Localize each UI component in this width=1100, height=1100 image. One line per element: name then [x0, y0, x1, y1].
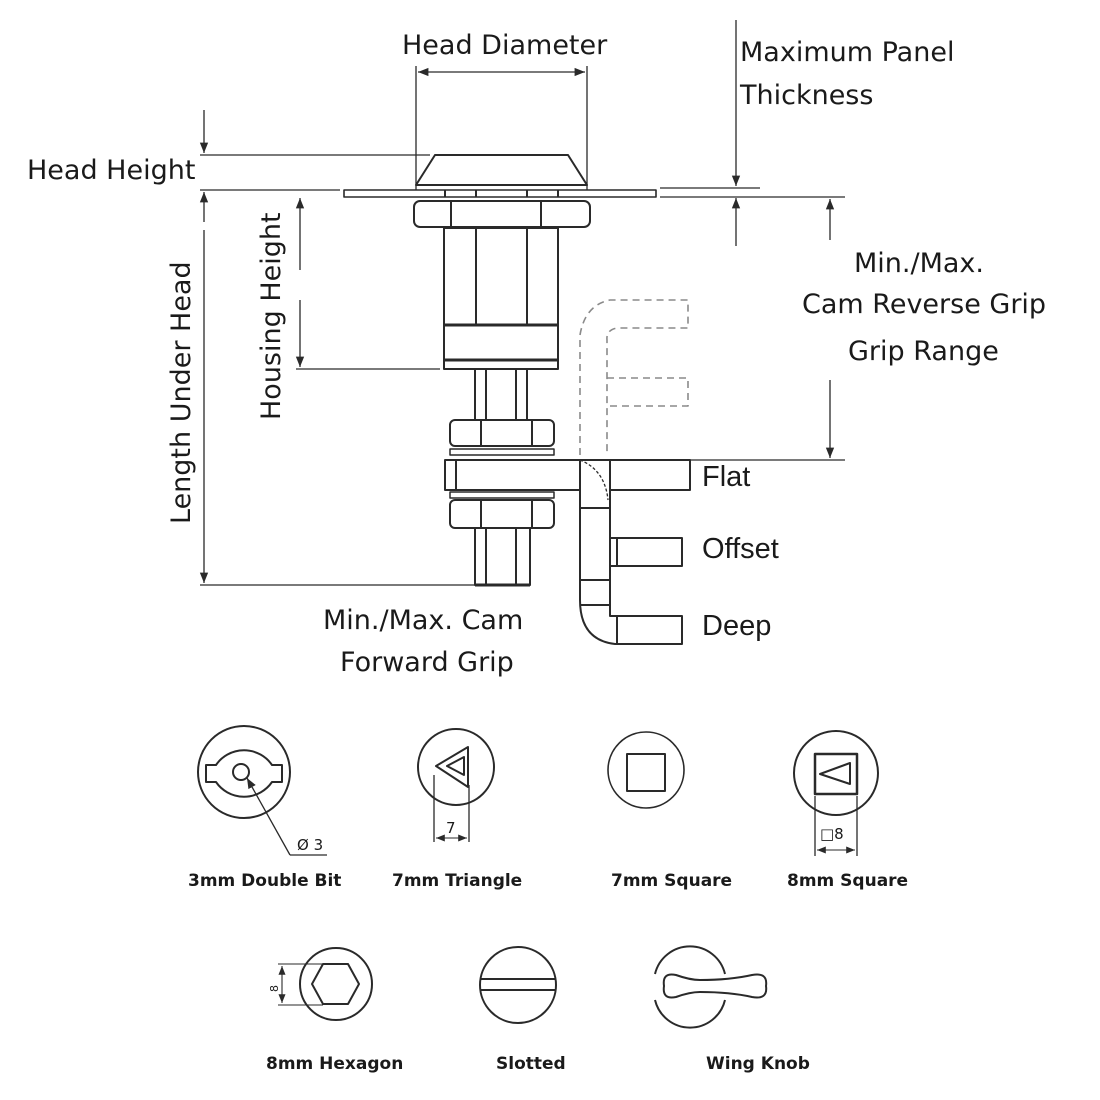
- key-caption-double-bit: 3mm Double Bit: [188, 871, 342, 891]
- housing-height-label: Housing Height: [256, 212, 287, 420]
- triangle-dimension: 7: [446, 819, 456, 837]
- reverse-grip-dimension: [600, 199, 845, 461]
- cam-type-deep: Deep: [702, 610, 772, 642]
- square-8-dimension: □8: [820, 825, 844, 843]
- cam-offset-deep: [579, 490, 683, 645]
- forward-grip-label-line1: Min./Max. Cam: [323, 605, 524, 636]
- triangle-icon: [417, 728, 495, 842]
- double-bit-dimension: Ø 3: [297, 836, 324, 854]
- hexagon-dimension: 8: [268, 985, 281, 992]
- key-caption-square-8: 8mm Square: [787, 871, 909, 891]
- cam-type-offset: Offset: [702, 533, 779, 565]
- key-caption-wing-knob: Wing Knob: [706, 1054, 810, 1074]
- head-height-dimension: [199, 110, 430, 222]
- square-icon: [607, 731, 685, 809]
- wing-knob-icon: [654, 945, 768, 1029]
- key-caption-triangle: 7mm Triangle: [392, 871, 523, 891]
- lock-head: [343, 154, 657, 198]
- mid-nut: [449, 419, 555, 456]
- key-caption-hexagon: 8mm Hexagon: [266, 1054, 404, 1074]
- key-caption-square-7: 7mm Square: [611, 871, 733, 891]
- lower-nut: [449, 491, 555, 529]
- top-nut: [413, 200, 591, 228]
- reverse-cam-dashed: [579, 299, 689, 455]
- head-diameter-label: Head Diameter: [402, 30, 608, 61]
- max-panel-label-line2: Thickness: [740, 80, 874, 111]
- max-panel-label-line1: Maximum Panel: [740, 37, 955, 68]
- lower-shaft: [474, 527, 531, 587]
- head-height-label: Head Height: [27, 155, 196, 186]
- forward-grip-label-line2: Forward Grip: [340, 647, 514, 678]
- reverse-grip-label-line2: Cam Reverse Grip: [802, 289, 1047, 320]
- lock-shaft: [474, 369, 528, 420]
- reverse-grip-label-line3: Grip Range: [848, 336, 999, 367]
- double-bit-icon: [197, 725, 327, 856]
- slotted-icon: [479, 946, 557, 1024]
- panel-thickness-dimension: [660, 20, 845, 246]
- cam-type-flat: Flat: [702, 461, 751, 493]
- square-triangle-icon: [793, 730, 879, 856]
- reverse-grip-label-line1: Min./Max.: [854, 248, 984, 279]
- housing-height-dimension: [295, 198, 440, 370]
- lock-housing: [443, 227, 559, 370]
- hexagon-icon: [278, 947, 373, 1021]
- cam-flat: [444, 459, 691, 510]
- length-under-head-dimension: [199, 230, 475, 586]
- head-diameter-dimension: [415, 66, 588, 190]
- length-under-head-label: Length Under Head: [166, 261, 197, 524]
- key-caption-slotted: Slotted: [496, 1054, 566, 1074]
